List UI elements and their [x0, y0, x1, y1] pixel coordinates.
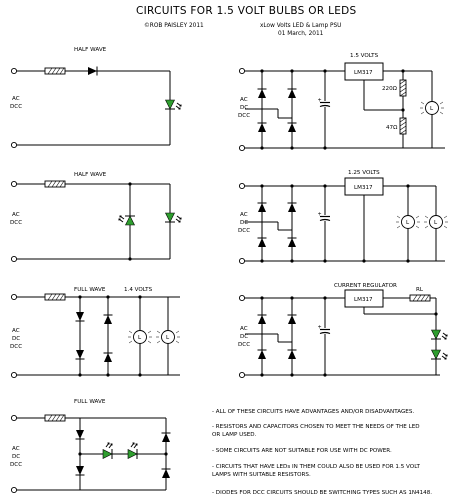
resistor: [44, 67, 66, 75]
input-ac: AC: [12, 446, 20, 452]
input-dc: DC: [240, 334, 248, 340]
input-ac: AC: [240, 212, 248, 218]
diode: [75, 349, 85, 363]
voltage-label: 1.25 VOLTS: [348, 170, 380, 176]
circuit-full-wave-lamps: FULL WAVE 1.4 VOLTS L L AC: [10, 287, 181, 379]
led: [164, 212, 182, 226]
input-ac: AC: [240, 97, 248, 103]
note-line: LAMPS WITH SUITABLE RESISTORS.: [212, 472, 311, 478]
diode: [287, 85, 297, 99]
capacitor: [316, 323, 331, 335]
input-ac: AC: [12, 328, 20, 334]
resistor: [409, 294, 431, 302]
input-dcc: DCC: [10, 344, 22, 350]
resistor-value: 47Ω: [386, 125, 398, 131]
chip-label: LM317: [354, 185, 373, 191]
circuit-lm317-1v5: 1.5 VOLTS LM317: [238, 53, 445, 152]
diode: [161, 429, 171, 443]
input-dcc: DCC: [238, 228, 250, 234]
diode: [103, 311, 113, 325]
input-dc: DC: [240, 105, 248, 111]
note-line: - ALL OF THESE CIRCUITS HAVE ADVANTAGES …: [212, 409, 414, 415]
lamp-label: L: [430, 106, 434, 112]
circuit-label: FULL WAVE: [74, 287, 106, 293]
diode: [257, 119, 267, 133]
voltage-label: 1.5 VOLTS: [350, 53, 379, 59]
note-line: - DIODES FOR DCC CIRCUITS SHOULD BE SWIT…: [212, 490, 432, 496]
input-dc: DC: [240, 220, 248, 226]
note-line: - RESISTORS AND CAPACITORS CHOSEN TO MEE…: [212, 424, 420, 430]
led: [102, 442, 116, 460]
diode: [287, 234, 297, 248]
input-dcc: DCC: [10, 220, 22, 226]
led: [164, 99, 182, 113]
led: [127, 442, 141, 460]
circuit-lm317-1v25: 1.25 VOLTS LM317 L: [238, 170, 449, 265]
resistor-value: 220Ω: [382, 86, 398, 92]
input-ac: AC: [240, 326, 248, 332]
resistor: [399, 79, 407, 97]
diode: [257, 85, 267, 99]
resistor-label: RL: [416, 287, 424, 293]
author: ©ROB PAISLEY 2011: [144, 22, 204, 29]
diode: [287, 346, 297, 360]
input-ac: AC: [12, 96, 20, 102]
note-line: - SOME CIRCUITS ARE NOT SUITABLE FOR USE…: [212, 448, 392, 454]
circuit-half-wave-led: HALF WAVE AC DCC: [10, 47, 182, 149]
resistor: [44, 414, 66, 422]
led: [118, 212, 136, 226]
circuit-title: CURRENT REGULATOR: [334, 283, 397, 289]
date: 01 March, 2011: [278, 31, 324, 37]
resistor: [399, 117, 407, 135]
circuit-label: HALF WAVE: [74, 172, 107, 178]
page-title: CIRCUITS FOR 1.5 VOLT BULBS OR LEDS: [136, 5, 357, 17]
input-dc: DC: [12, 454, 20, 460]
resistor: [44, 180, 66, 188]
lamp-label: L: [166, 335, 170, 341]
diode: [287, 311, 297, 325]
voltage-label: 1.4 VOLTS: [124, 287, 153, 293]
chip-label: LM317: [354, 297, 373, 303]
circuit-full-wave-leds: FULL WAVE AC DC DCC: [10, 399, 171, 494]
chip-label: LM317: [354, 70, 373, 76]
lamp-label: L: [138, 335, 142, 341]
diode: [75, 311, 85, 325]
subtitle: xLow Volts LED & Lamp PSU: [260, 23, 341, 29]
circuit-label: FULL WAVE: [74, 399, 106, 405]
input-dcc: DCC: [238, 113, 250, 119]
diode: [161, 465, 171, 479]
note-line: - CIRCUITS THAT HAVE LEDs IN THEM COULD …: [212, 464, 421, 470]
diode: [287, 119, 297, 133]
diode: [257, 234, 267, 248]
input-dcc: DCC: [10, 104, 22, 110]
diode: [287, 199, 297, 213]
led: [430, 349, 448, 363]
capacitor: [316, 210, 331, 222]
diode: [75, 465, 85, 479]
led: [430, 329, 448, 343]
capacitor: [316, 96, 331, 108]
input-dcc: DCC: [238, 342, 250, 348]
diode: [75, 429, 85, 443]
diode: [257, 346, 267, 360]
resistor: [44, 293, 66, 301]
notes-list: - ALL OF THESE CIRCUITS HAVE ADVANTAGES …: [212, 409, 432, 496]
circuit-label: HALF WAVE: [74, 47, 107, 53]
circuit-current-regulator: CURRENT REGULATOR LM317 RL: [238, 283, 448, 379]
input-dc: DC: [12, 336, 20, 342]
input-dcc: DCC: [10, 462, 22, 468]
diode: [87, 66, 101, 76]
diode: [103, 349, 113, 363]
diode: [257, 311, 267, 325]
input-ac: AC: [12, 212, 20, 218]
lamp-label: L: [406, 220, 410, 226]
note-line: OR LAMP USED.: [212, 432, 257, 438]
circuit-half-wave-two-leds: HALF WAVE AC DCC: [10, 172, 182, 263]
diode: [257, 199, 267, 213]
lamp-label: L: [434, 220, 438, 226]
